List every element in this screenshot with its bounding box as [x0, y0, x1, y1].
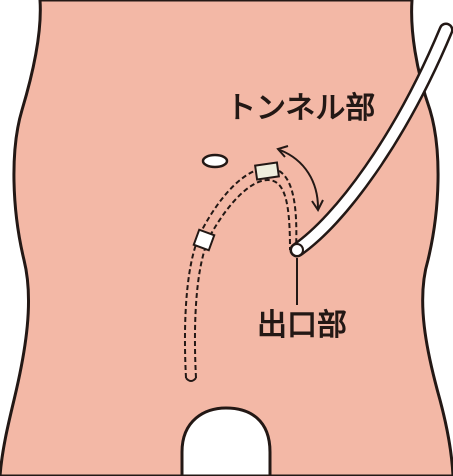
tunnel-label: トンネル部	[226, 94, 375, 124]
exit-site-point	[291, 244, 303, 256]
leg-gap	[182, 408, 270, 476]
superficial-cuff	[255, 163, 279, 180]
exit-site-label: 出口部	[257, 311, 347, 341]
navel	[203, 155, 227, 167]
